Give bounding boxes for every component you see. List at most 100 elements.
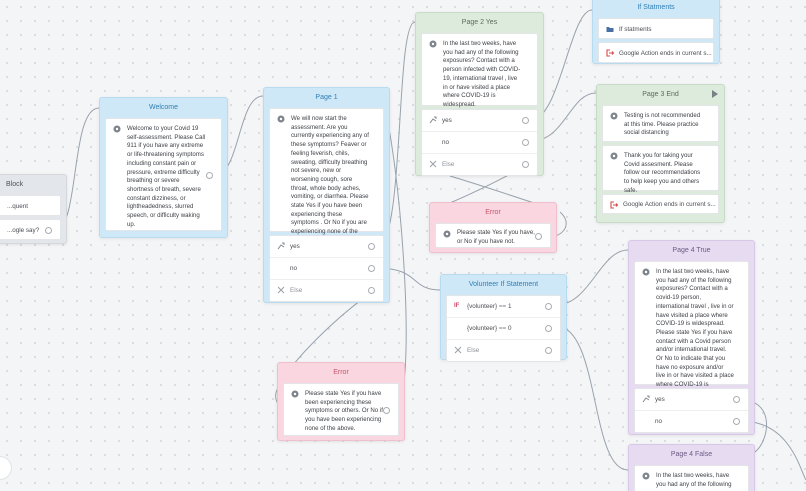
speak-icon xyxy=(642,268,650,276)
else-label: Else xyxy=(442,161,455,168)
speak-step[interactable]: Please state Yes if you have, or No if y… xyxy=(435,223,551,248)
choice-label: no xyxy=(442,139,450,146)
condition-row[interactable]: IF {volunteer} == 1 xyxy=(447,296,560,317)
choice-yes[interactable]: yes xyxy=(422,110,537,131)
speak-text: Testing is not recommended at this time.… xyxy=(624,112,701,137)
speak-step[interactable]: Testing is not recommended at this time.… xyxy=(602,105,719,142)
speak-icon xyxy=(610,152,618,160)
speak-step[interactable]: Please state Yes if you have been experi… xyxy=(283,383,399,436)
folder-icon xyxy=(606,27,614,32)
page1-block[interactable]: Page 1 We will now start the assessment.… xyxy=(263,87,390,303)
choice-label: yes xyxy=(442,117,452,124)
else-icon xyxy=(454,346,462,354)
speak-icon xyxy=(291,390,299,398)
output-port[interactable] xyxy=(522,161,529,168)
block-title: Page 4 True xyxy=(672,247,711,254)
start-block[interactable]: Block ...quent ...ogle say? xyxy=(0,174,67,244)
choice-label: yes xyxy=(290,243,300,250)
exit-step-label: Google Action ends in current s... xyxy=(619,50,712,57)
if-icon: IF xyxy=(454,303,460,309)
if-statements-block[interactable]: If Statments If statments Google Action … xyxy=(592,0,720,64)
condition-step[interactable]: IF {volunteer} == 1 {volunteer} == 0 Els… xyxy=(446,295,561,362)
choice-no[interactable]: no xyxy=(270,258,383,279)
output-port[interactable] xyxy=(545,325,552,332)
block-title: Page 1 xyxy=(315,94,338,101)
choice-else[interactable]: Else xyxy=(270,280,383,301)
speak-step[interactable]: In the last two weeks, have you had any … xyxy=(634,465,749,491)
block-title: Page 2 Yes xyxy=(461,19,498,26)
speak-text: In the last two weeks, have you had any … xyxy=(656,472,732,488)
block-title: Block xyxy=(6,181,24,188)
output-port[interactable] xyxy=(368,265,375,272)
choice-no[interactable]: no xyxy=(635,411,748,432)
output-port[interactable] xyxy=(522,139,529,146)
choice-else[interactable]: Else xyxy=(422,154,537,175)
else-label: Else xyxy=(290,287,303,294)
choice-icon xyxy=(277,242,285,250)
block-title: Welcome xyxy=(148,104,179,111)
speak-text: Welcome to your Covid 19 self-assessment… xyxy=(127,125,206,228)
error-block[interactable]: Error Please state Yes if you have been … xyxy=(277,362,405,441)
output-port[interactable] xyxy=(383,406,390,414)
condition-op: == xyxy=(498,303,507,310)
speak-text: In the last two weeks, have you had any … xyxy=(443,40,521,108)
exit-icon xyxy=(610,201,618,209)
page3-end-block[interactable]: Page 3 End Testing is not recommended at… xyxy=(596,84,725,223)
exit-step[interactable]: Google Action ends in current s... xyxy=(598,42,714,63)
output-port[interactable] xyxy=(368,243,375,250)
volunteer-if-block[interactable]: Volunteer If Statement IF {volunteer} ==… xyxy=(440,274,567,362)
choice-step[interactable]: yes no xyxy=(634,388,749,433)
page4-true-block[interactable]: Page 4 True In the last two weeks, have … xyxy=(628,240,755,435)
output-port[interactable] xyxy=(733,418,740,425)
block-title: Page 3 End xyxy=(642,91,679,98)
speak-icon xyxy=(443,230,451,238)
choice-label: no xyxy=(290,265,298,272)
start-step[interactable]: ...ogle say? xyxy=(0,219,61,240)
condition-else[interactable]: Else xyxy=(447,340,560,361)
speak-step[interactable]: We will now start the assessment. Are yo… xyxy=(269,108,384,244)
block-title: Volunteer If Statement xyxy=(468,281,539,288)
output-port[interactable] xyxy=(545,347,552,354)
condition-var: {volunteer} xyxy=(467,325,498,332)
speak-step[interactable]: Welcome to your Covid 19 self-assessment… xyxy=(105,118,222,231)
output-port[interactable] xyxy=(45,227,52,234)
output-port[interactable] xyxy=(545,303,552,310)
page2-yes-block[interactable]: Page 2 Yes In the last two weeks, have y… xyxy=(415,12,544,176)
choice-icon xyxy=(429,116,437,124)
condition-op: == xyxy=(498,325,507,332)
condition-row[interactable]: {volunteer} == 0 xyxy=(447,318,560,339)
welcome-block[interactable]: Welcome Welcome to your Covid 19 self-as… xyxy=(99,97,228,238)
exit-step-label: Google Action ends in current s... xyxy=(623,201,716,208)
choice-yes[interactable]: yes xyxy=(635,389,748,410)
choice-no[interactable]: no xyxy=(422,132,537,153)
speak-text: In the last two weeks, have you had any … xyxy=(656,268,734,397)
condition-var: {volunteer} xyxy=(467,303,498,310)
output-port[interactable] xyxy=(522,117,529,124)
page4-false-block[interactable]: Page 4 False In the last two weeks, have… xyxy=(628,444,755,491)
output-port[interactable] xyxy=(535,232,542,240)
speak-icon xyxy=(610,112,618,120)
else-icon xyxy=(277,286,285,294)
choice-yes[interactable]: yes xyxy=(270,236,383,257)
choice-step[interactable]: yes no Else xyxy=(421,109,538,176)
if-step[interactable]: If statments xyxy=(598,18,714,39)
choice-step[interactable]: yes no Else xyxy=(269,235,384,302)
speak-icon xyxy=(429,40,437,48)
choice-icon xyxy=(642,395,650,403)
speak-step[interactable]: In the last two weeks, have you had any … xyxy=(421,33,538,108)
choice-label: no xyxy=(655,418,663,425)
output-port[interactable] xyxy=(368,287,375,294)
else-label: Else xyxy=(467,347,480,354)
speak-text: Please state Yes if you have, or No if y… xyxy=(457,229,535,245)
start-step[interactable]: ...quent xyxy=(0,195,61,216)
exit-icon xyxy=(606,49,614,57)
speak-step[interactable]: Thank you for taking your Covid assesmen… xyxy=(602,145,719,194)
zoom-control[interactable] xyxy=(0,456,12,480)
output-port[interactable] xyxy=(733,396,740,403)
play-icon[interactable] xyxy=(712,90,718,98)
exit-step[interactable]: Google Action ends in current s... xyxy=(602,194,719,214)
speak-step[interactable]: In the last two weeks, have you had any … xyxy=(634,261,749,397)
output-port[interactable] xyxy=(206,171,213,179)
error-block[interactable]: Error Please state Yes if you have, or N… xyxy=(429,202,557,253)
